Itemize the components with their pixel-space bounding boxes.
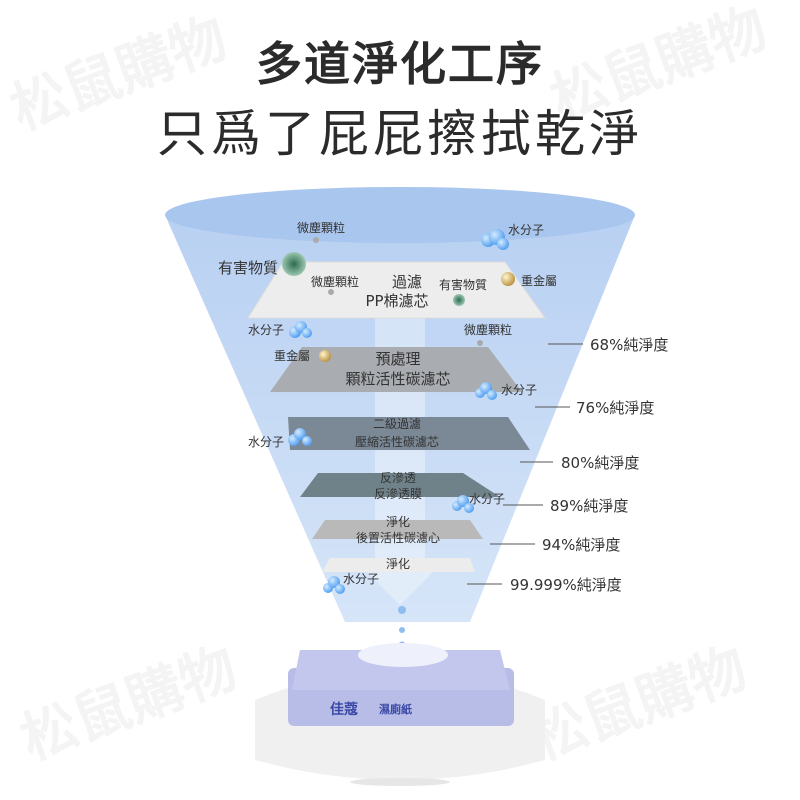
heavy-metal-icon bbox=[501, 272, 515, 286]
purity-label-3: 80%純淨度 bbox=[561, 454, 639, 472]
label-dust: 微塵顆粒 bbox=[464, 322, 512, 337]
purity-label-5: 94%純淨度 bbox=[542, 536, 620, 554]
layer-compressed-carbon bbox=[288, 417, 530, 450]
label-harmful: 有害物質 bbox=[439, 277, 487, 292]
water-molecule-icon bbox=[452, 495, 474, 513]
water-molecule-icon bbox=[289, 321, 312, 338]
layer-1-title: 過濾 bbox=[392, 273, 422, 291]
product-brand: 佳蔻 bbox=[330, 701, 358, 718]
layer-4-name: 反滲透膜 bbox=[374, 487, 422, 501]
watermark: 松鼠購物 bbox=[523, 635, 756, 773]
layer-5-title: 淨化 bbox=[386, 515, 410, 529]
water-drop-icon bbox=[398, 606, 406, 649]
dust-particle-icon bbox=[477, 340, 483, 346]
layer-post-carbon bbox=[312, 520, 483, 539]
purity-label-1: 68%純淨度 bbox=[590, 336, 668, 354]
label-dust: 微塵顆粒 bbox=[297, 220, 345, 235]
layer-purify bbox=[322, 558, 475, 572]
purity-label-6: 99.999%純淨度 bbox=[510, 576, 622, 594]
label-water: 水分子 bbox=[343, 572, 379, 586]
watermark: 松鼠購物 bbox=[543, 0, 776, 133]
label-metal: 重金屬 bbox=[521, 273, 557, 288]
label-harmful: 有害物質 bbox=[218, 259, 278, 277]
layer-3-title: 二級過濾 bbox=[373, 416, 421, 431]
purity-label-2: 76%純淨度 bbox=[576, 399, 654, 417]
label-water: 水分子 bbox=[501, 383, 537, 397]
layer-granular-carbon bbox=[270, 347, 522, 392]
dust-particle-icon bbox=[328, 289, 334, 295]
water-molecule-icon bbox=[323, 576, 345, 594]
layer-4-title: 反滲透 bbox=[380, 471, 416, 485]
heavy-metal-icon bbox=[319, 350, 331, 362]
water-molecule-icon bbox=[288, 428, 312, 446]
label-dust: 微塵顆粒 bbox=[311, 274, 359, 289]
watermark: 松鼠購物 bbox=[3, 5, 236, 143]
label-water: 水分子 bbox=[248, 435, 284, 449]
product-name: 濕廁紙 bbox=[379, 702, 412, 716]
layer-2-title: 預處理 bbox=[375, 350, 420, 368]
layer-1-name: PP棉濾芯 bbox=[365, 292, 428, 310]
label-water: 水分子 bbox=[508, 223, 544, 237]
harmful-germ-icon bbox=[282, 252, 306, 276]
label-metal: 重金屬 bbox=[274, 348, 310, 363]
page-subtitle: 只爲了屁屁擦拭乾淨 bbox=[157, 105, 643, 163]
watermark: 松鼠購物 bbox=[13, 635, 246, 773]
purity-label-4: 89%純淨度 bbox=[550, 497, 628, 515]
label-water: 水分子 bbox=[469, 492, 505, 506]
dust-particle-icon bbox=[313, 237, 319, 243]
product-wipes-pack bbox=[255, 643, 545, 786]
page-title: 多道淨化工序 bbox=[256, 37, 544, 91]
funnel-top bbox=[165, 187, 635, 243]
layer-6-title: 淨化 bbox=[386, 557, 410, 571]
label-water: 水分子 bbox=[248, 323, 284, 337]
water-molecule-icon bbox=[475, 382, 497, 400]
layer-3-name: 壓縮活性碳濾芯 bbox=[355, 434, 439, 449]
layer-2-name: 顆粒活性碳濾芯 bbox=[345, 370, 450, 388]
water-molecule-icon bbox=[481, 229, 509, 250]
layer-5-name: 後置活性碳濾心 bbox=[356, 530, 440, 545]
layer-ro-membrane bbox=[300, 473, 500, 497]
harmful-germ-icon bbox=[453, 294, 465, 306]
layer-pp-filter bbox=[247, 261, 546, 319]
